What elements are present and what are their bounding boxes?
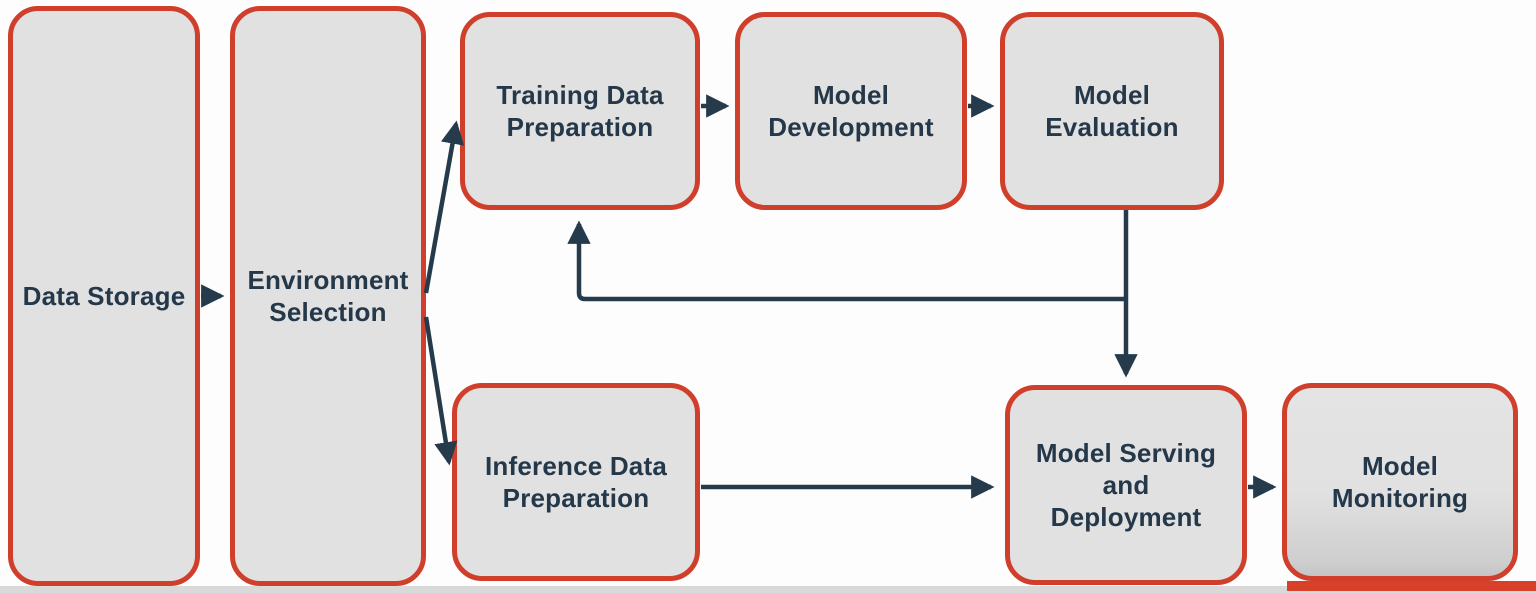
slide-bottom-edge [0, 586, 1536, 593]
red-accent-bar [1287, 581, 1536, 591]
node-model-development: Model Development [735, 12, 967, 210]
edge-environment-selection-to-inference-data-preparation [423, 316, 458, 466]
node-environment-selection-label: Environment Selection [247, 264, 409, 327]
node-inference-data-preparation-label: Inference Data Preparation [485, 450, 667, 513]
node-model-evaluation: Model Evaluation [1000, 12, 1224, 210]
node-environment-selection: Environment Selection [230, 6, 426, 586]
node-model-monitoring-label: Model Monitoring [1331, 450, 1469, 513]
node-inference-data-preparation: Inference Data Preparation [452, 383, 700, 581]
node-model-development-label: Model Development [768, 79, 934, 142]
node-model-monitoring: Model Monitoring [1282, 383, 1518, 581]
node-model-evaluation-label: Model Evaluation [1045, 79, 1179, 142]
node-data-storage: Data Storage [8, 6, 200, 586]
node-model-serving-and-deployment: Model Serving and Deployment [1005, 385, 1247, 585]
node-data-storage-label: Data Storage [22, 280, 186, 311]
node-training-data-preparation: Training Data Preparation [460, 12, 700, 210]
node-training-data-preparation-label: Training Data Preparation [496, 79, 664, 142]
node-model-serving-and-deployment-label: Model Serving and Deployment [1035, 437, 1217, 533]
edge-environment-selection-to-training-data-preparation [423, 120, 465, 294]
edge-model-evaluation-to-training-data-preparation-feedback [567, 220, 1126, 302]
